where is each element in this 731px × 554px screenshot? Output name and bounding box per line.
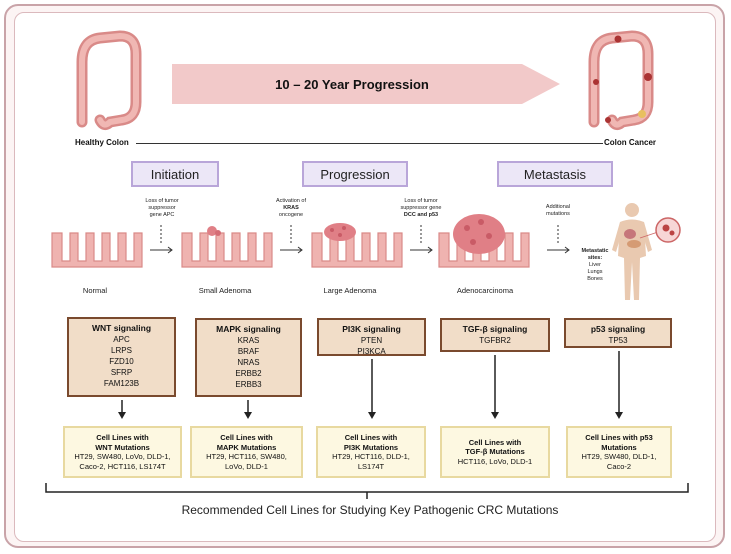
progression-arrow	[172, 64, 560, 104]
signaling-box-p53: p53 signaling TP53	[564, 318, 672, 348]
healthy-colon-icon	[76, 30, 142, 131]
healthy-colon-label: Healthy Colon	[75, 138, 129, 147]
signaling-box-tgfb: TGF-β signaling TGFBR2	[440, 318, 550, 352]
label-normal: Normal	[82, 286, 108, 295]
footer-caption: Recommended Cell Lines for Studying Key …	[181, 503, 559, 517]
label-adenocarcinoma: Adenocarcinoma	[456, 286, 514, 295]
colon-cancer-label: Colon Cancer	[604, 138, 657, 147]
stage-initiation: Initiation	[131, 161, 219, 187]
cancer-colon-icon	[588, 30, 654, 131]
stage-progression: Progression	[302, 161, 408, 187]
tissue-normal-icon	[51, 232, 143, 268]
tissue-small-adenoma-icon	[181, 226, 273, 268]
human-figure-icon	[612, 203, 681, 300]
stage-metastasis: Metastasis	[497, 161, 613, 187]
tissue-adenocarcinoma-icon	[438, 214, 530, 268]
tissue-large-adenoma-icon	[311, 223, 403, 268]
label-small-adenoma: Small Adenoma	[198, 286, 252, 295]
metastatic-sites: Metastatic sites: Liver Lungs Bones	[581, 248, 609, 282]
timeline-line	[136, 143, 603, 144]
progression-title: 10 – 20 Year Progression	[275, 76, 429, 92]
label-large-adenoma: Large Adenoma	[323, 286, 377, 295]
